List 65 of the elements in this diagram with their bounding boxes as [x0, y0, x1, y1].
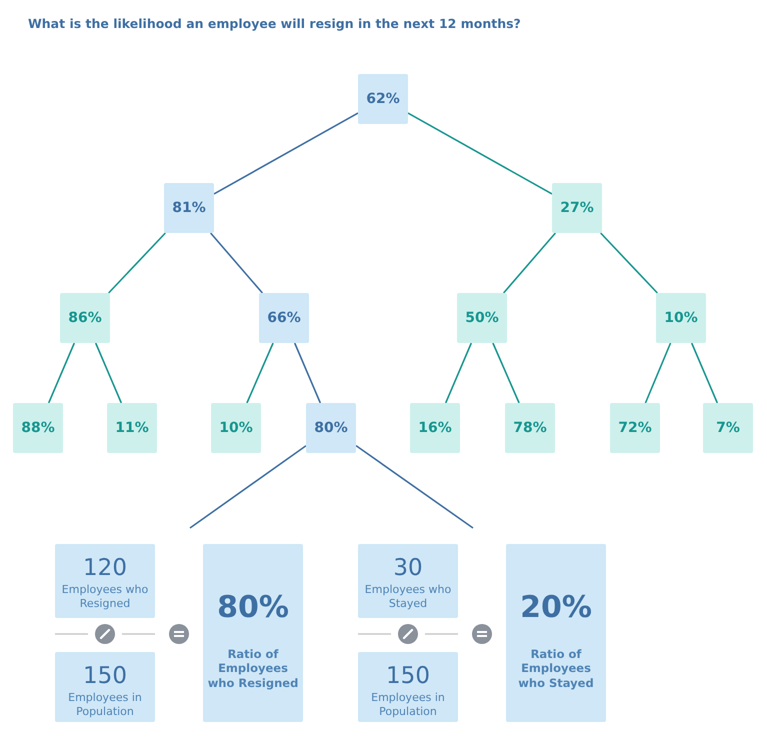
connector-line — [492, 342, 520, 404]
value-label: 88% — [21, 420, 55, 436]
probability-box — [60, 293, 110, 343]
description-label: Ratio of Employees who Resigned — [206, 647, 300, 690]
probability-box — [505, 403, 555, 453]
connector-line — [214, 112, 358, 195]
value-label: 20% — [520, 590, 592, 625]
probability-box — [457, 293, 507, 343]
connector-line — [444, 342, 472, 404]
description-label: Employees in Population — [370, 690, 446, 719]
value-label: 27% — [560, 200, 594, 216]
probability-box — [410, 403, 460, 453]
value-label: 16% — [418, 420, 452, 436]
chart-title: What is the likelihood an employee will resign in the next 12 months? — [28, 16, 521, 31]
value-label: 78% — [513, 420, 547, 436]
connector-line — [600, 232, 658, 294]
probability-box — [13, 403, 63, 453]
connector-line — [690, 342, 718, 404]
value-label: 62% — [366, 91, 400, 107]
value-label: 7% — [716, 420, 740, 436]
description-label: Employees who Resigned — [60, 582, 150, 611]
connector-line — [94, 342, 122, 404]
probability-box — [164, 183, 214, 233]
connector-line — [190, 445, 306, 529]
connector-line — [246, 342, 274, 404]
connector-line — [356, 444, 474, 529]
count-box — [358, 544, 458, 618]
value-label: 72% — [618, 420, 652, 436]
connector-line — [108, 232, 166, 294]
value-label: 150 — [83, 664, 127, 690]
value-label: 150 — [386, 664, 430, 690]
value-label: 66% — [267, 310, 301, 326]
description-label: Employees in Population — [67, 690, 143, 719]
description-label: Ratio of Employees who Stayed — [517, 647, 595, 690]
connector-line — [644, 342, 672, 404]
probability-box — [610, 403, 660, 453]
value-label: 120 — [83, 556, 127, 582]
count-box — [358, 652, 458, 722]
probability-box — [703, 403, 753, 453]
probability-box — [358, 74, 408, 124]
value-label: 50% — [465, 310, 499, 326]
connector-line — [502, 232, 556, 294]
value-label: 80% — [314, 420, 348, 436]
probability-box — [259, 293, 309, 343]
value-label: 11% — [115, 420, 149, 436]
probability-box — [306, 403, 356, 453]
result-box — [203, 544, 303, 722]
description-label: Employees who Stayed — [364, 582, 452, 611]
probability-box — [656, 293, 706, 343]
result-box — [506, 544, 606, 722]
connector-line — [294, 342, 322, 404]
count-box — [55, 652, 155, 722]
probability-box — [211, 403, 261, 453]
value-label: 81% — [172, 200, 206, 216]
connector-line — [408, 112, 552, 195]
value-label: 10% — [219, 420, 253, 436]
value-label: 10% — [664, 310, 698, 326]
connector-line — [210, 232, 264, 294]
connector-line — [48, 342, 76, 404]
probability-box — [552, 183, 602, 233]
value-label: 80% — [217, 590, 289, 625]
value-label: 30 — [393, 556, 423, 582]
count-box — [55, 544, 155, 618]
probability-box — [107, 403, 157, 453]
value-label: 86% — [68, 310, 102, 326]
